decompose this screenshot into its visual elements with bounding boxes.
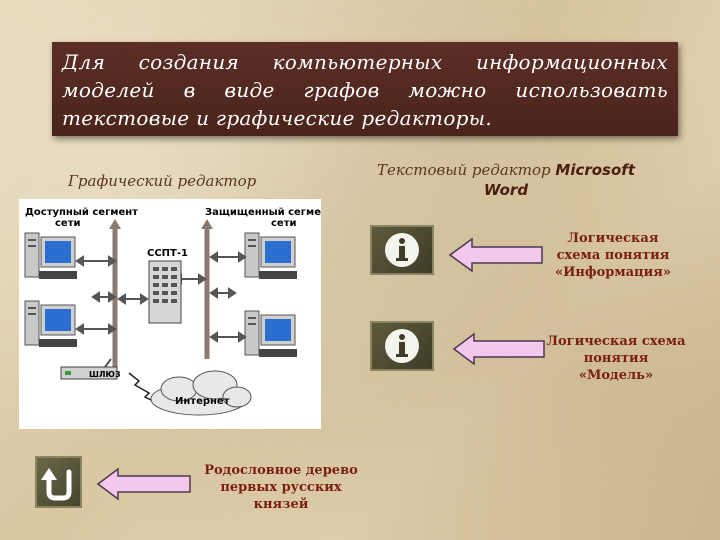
left-arrow-icon[interactable]	[448, 236, 544, 274]
computer-icon	[244, 310, 298, 358]
info-icon	[385, 233, 419, 267]
graphic-editor-label: Графический редактор	[68, 172, 257, 190]
left-segment-label: Доступный сегмент	[25, 207, 138, 218]
gateway-label: ШЛЮЗ	[89, 370, 121, 379]
text-editor-prefix: Текстовый редактор	[377, 161, 556, 179]
right-segment-label: Защищенный сегмент	[205, 207, 321, 218]
server-label: ССПТ-1	[147, 248, 188, 259]
internet-cloud-icon	[150, 370, 252, 416]
title-text: Для создания компьютерных информационных…	[62, 50, 668, 130]
computer-icon	[24, 300, 78, 348]
text-editor-label: Текстовый редактор Microsoft Word	[366, 160, 646, 200]
link-family-tree[interactable]: Родословное дерево первых русских князей	[204, 463, 358, 512]
link-model-scheme[interactable]: Логическая схема понятия «Модель»	[546, 334, 686, 383]
svg-text:сети: сети	[271, 218, 297, 229]
left-arrow-icon[interactable]	[452, 331, 546, 367]
computer-icon	[244, 232, 298, 280]
gateway-icon	[60, 366, 118, 380]
info-button-model[interactable]	[370, 321, 434, 371]
info-button-information[interactable]	[370, 225, 434, 275]
computer-icon	[24, 232, 78, 280]
left-arrow-icon[interactable]	[96, 466, 192, 502]
network-diagram: Доступный сегмент сети Защищенный сегмен…	[19, 199, 334, 429]
text-editor-brand: Microsoft Word	[483, 161, 635, 199]
return-arrow-icon	[41, 468, 72, 501]
link-info-scheme[interactable]: Логическая схема понятия «Информация»	[554, 231, 672, 280]
title-banner: Для создания компьютерных информационных…	[52, 42, 678, 136]
info-icon	[385, 329, 419, 363]
internet-label: Интернет	[175, 396, 230, 407]
return-button[interactable]	[35, 456, 82, 508]
svg-text:сети: сети	[55, 218, 81, 229]
